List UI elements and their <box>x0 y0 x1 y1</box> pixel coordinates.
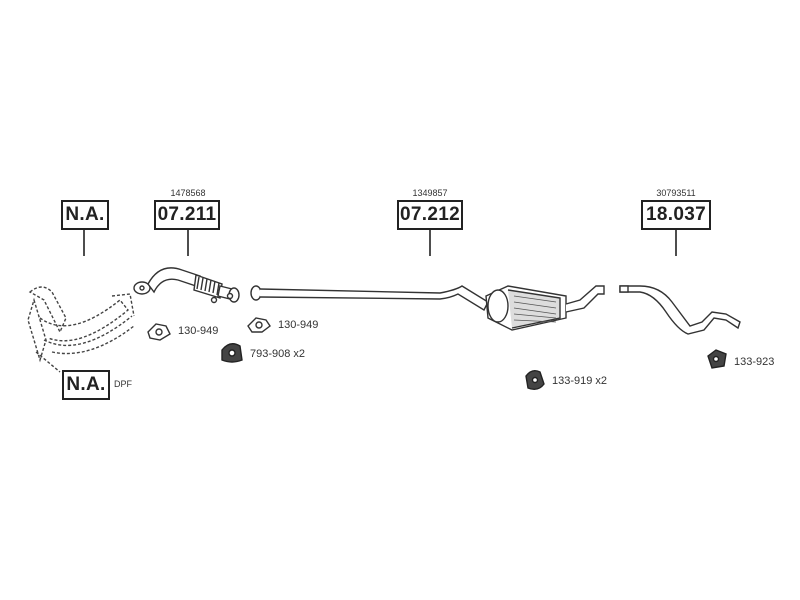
part-code-box-mid-section: 07.212 <box>397 200 463 230</box>
dpf-note: DPF <box>114 379 132 389</box>
part-code-box-dpf-top: N.A. <box>61 200 109 230</box>
dpf-part-drawing <box>27 286 135 373</box>
part-code-box-front-pipe: 07.211 <box>154 200 220 230</box>
tail-pipe-drawing <box>619 285 741 335</box>
part-label-mount: 133-923 <box>734 356 775 368</box>
rubber-hanger-icon <box>221 343 243 363</box>
part-code-box-dpf-bottom: N.A. <box>62 370 110 400</box>
front-pipe-ref: 1478568 <box>170 188 206 198</box>
tail-pipe-ref: 30793511 <box>656 188 696 198</box>
part-label-hanger-1: 793-908 x2 <box>250 348 306 360</box>
rubber-hanger-icon <box>525 369 545 391</box>
part-label-gasket-2: 130-949 <box>278 319 319 331</box>
mid-section-drawing <box>250 285 605 331</box>
front-pipe-drawing <box>133 267 240 304</box>
part-code-box-tail-pipe: 18.037 <box>641 200 711 230</box>
gasket-icon <box>247 317 271 333</box>
rubber-mount-icon <box>707 349 727 369</box>
part-label-gasket-1: 130-949 <box>178 325 219 337</box>
mid-section-ref: 1349857 <box>412 188 448 198</box>
gasket-icon <box>147 323 171 341</box>
part-label-hanger-2: 133-919 x2 <box>552 375 608 387</box>
